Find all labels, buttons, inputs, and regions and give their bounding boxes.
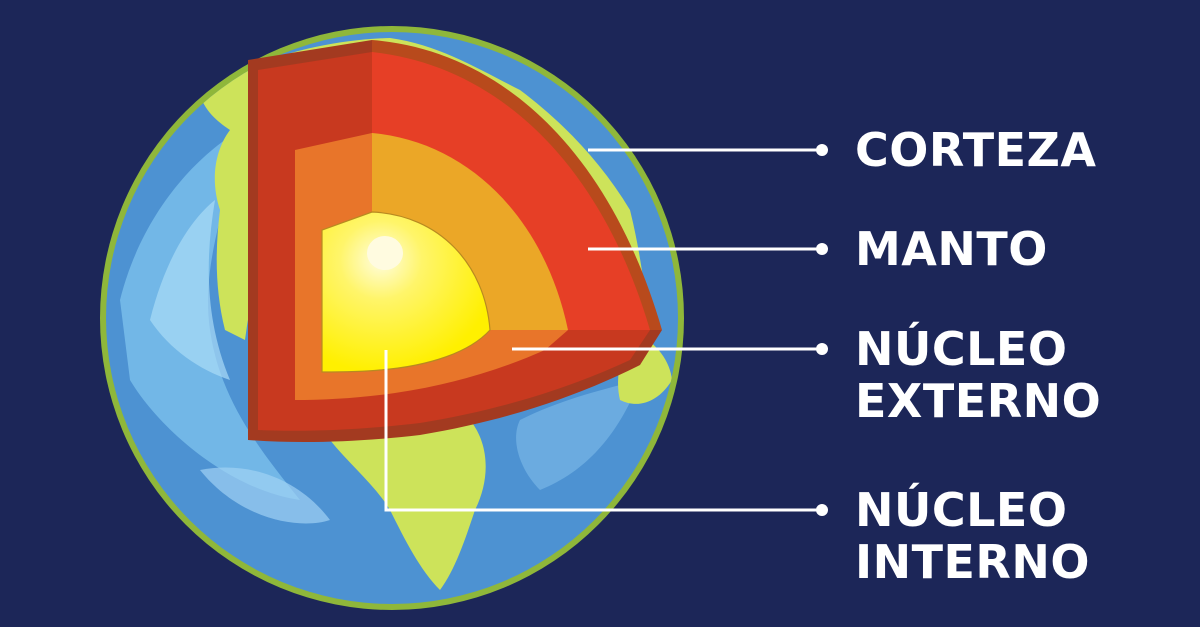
inner-core-shine [367,236,403,270]
inner-core-label: NÚCLEO INTERNO [855,484,1090,588]
inner-core-face [321,211,491,373]
ocean-highlight [120,130,300,500]
ocean-highlight [516,380,640,490]
outer-core-label: NÚCLEO EXTERNO [855,323,1101,427]
crust-label-text: CORTEZA [855,123,1097,177]
outer-core-leader-dot [816,343,828,355]
outer-core-label-line2: EXTERNO [855,374,1102,428]
inner-core-label-line1: NÚCLEO [855,483,1068,537]
mantle-leader-dot [816,243,828,255]
crust-leader-dot [816,144,828,156]
cutaway [248,40,662,443]
crust-label: CORTEZA [855,124,1096,176]
outer-core-label-line1: NÚCLEO [855,322,1068,376]
ocean-highlight [150,200,230,380]
inner-core-leader [384,350,822,512]
ocean-highlight [200,467,330,524]
inner-core-leader-dot [816,504,828,516]
mantle-label-text: MANTO [855,222,1048,276]
mantle-label: MANTO [855,223,1048,275]
land-south [330,420,486,590]
leader-lines [384,144,828,516]
inner-core-label-line2: INTERNO [855,535,1090,589]
